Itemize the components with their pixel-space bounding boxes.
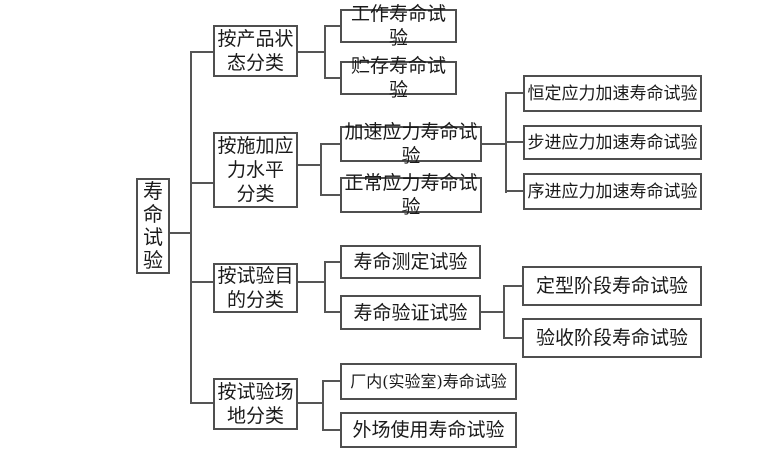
connector-line-verification-right bbox=[479, 311, 505, 313]
node-by-stress-level: 按施加应 力水平 分类 bbox=[213, 132, 298, 208]
node-working-life-test: 工作寿命试验 bbox=[340, 3, 457, 49]
connector-line-branch1-vertical bbox=[324, 25, 326, 79]
node-finalization-stage-life-test: 定型阶段寿命试验 bbox=[522, 266, 702, 306]
node-factory-lab-life-test: 厂内(实验室)寿命试验 bbox=[340, 363, 517, 400]
connector-line-to-field bbox=[322, 429, 340, 431]
connector-line-cat1-left bbox=[190, 51, 213, 53]
node-step-stress-accelerated-life-test: 步进应力加速寿命试验 bbox=[523, 125, 702, 160]
connector-line-cat4-right bbox=[296, 402, 324, 404]
connector-line-to-normal bbox=[320, 194, 340, 196]
connector-line-cat1-right bbox=[296, 51, 326, 53]
node-field-use-life-test: 外场使用寿命试验 bbox=[340, 412, 517, 448]
connector-line-to-step bbox=[505, 141, 523, 143]
connector-line-to-working bbox=[324, 25, 340, 27]
connector-line-to-measurement bbox=[324, 261, 340, 263]
connector-line-to-finalization bbox=[503, 285, 522, 287]
connector-line-branch2-vertical bbox=[320, 143, 322, 196]
connector-line-root-trunk bbox=[169, 232, 191, 234]
connector-line-to-accelerated bbox=[320, 143, 340, 145]
node-life-verification-test: 寿命验证试验 bbox=[340, 295, 481, 330]
connector-line-accelerated-right bbox=[480, 143, 507, 145]
connector-line-cat4-left bbox=[190, 402, 213, 404]
node-progressive-stress-accelerated-life-test: 序进应力加速寿命试验 bbox=[523, 173, 702, 210]
node-accelerated-stress-life-test: 加速应力寿命试验 bbox=[340, 121, 482, 167]
connector-line-to-verification bbox=[324, 311, 340, 313]
connector-line-to-constant bbox=[505, 92, 523, 94]
connector-line-cat2-left bbox=[190, 182, 213, 184]
connector-line-branch3-vertical bbox=[324, 261, 326, 313]
node-acceptance-stage-life-test: 验收阶段寿命试验 bbox=[522, 318, 702, 358]
connector-line-to-factory bbox=[322, 380, 340, 382]
connector-line-to-storage bbox=[324, 77, 340, 79]
connector-line-branch3a-vertical bbox=[503, 285, 505, 339]
node-life-measurement-test: 寿命测定试验 bbox=[340, 245, 481, 279]
connector-line-cat2-right bbox=[296, 164, 322, 166]
connector-line-cat3-left bbox=[190, 281, 213, 283]
node-by-test-site: 按试验场 地分类 bbox=[213, 378, 298, 430]
connector-line-branch4-vertical bbox=[322, 380, 324, 431]
node-constant-stress-accelerated-life-test: 恒定应力加速寿命试验 bbox=[523, 75, 702, 112]
connector-line-cat3-right bbox=[296, 281, 326, 283]
node-life-test: 寿命试验 bbox=[136, 178, 170, 274]
connector-line-to-progressive bbox=[505, 190, 523, 192]
node-normal-stress-life-test: 正常应力寿命试验 bbox=[340, 172, 482, 218]
node-storage-life-test: 贮存寿命试验 bbox=[340, 55, 457, 101]
connector-line-to-acceptance bbox=[503, 337, 522, 339]
node-by-product-state: 按产品状 态分类 bbox=[213, 25, 298, 77]
connector-line-trunk bbox=[190, 51, 192, 404]
node-by-test-purpose: 按试验目 的分类 bbox=[213, 263, 298, 313]
